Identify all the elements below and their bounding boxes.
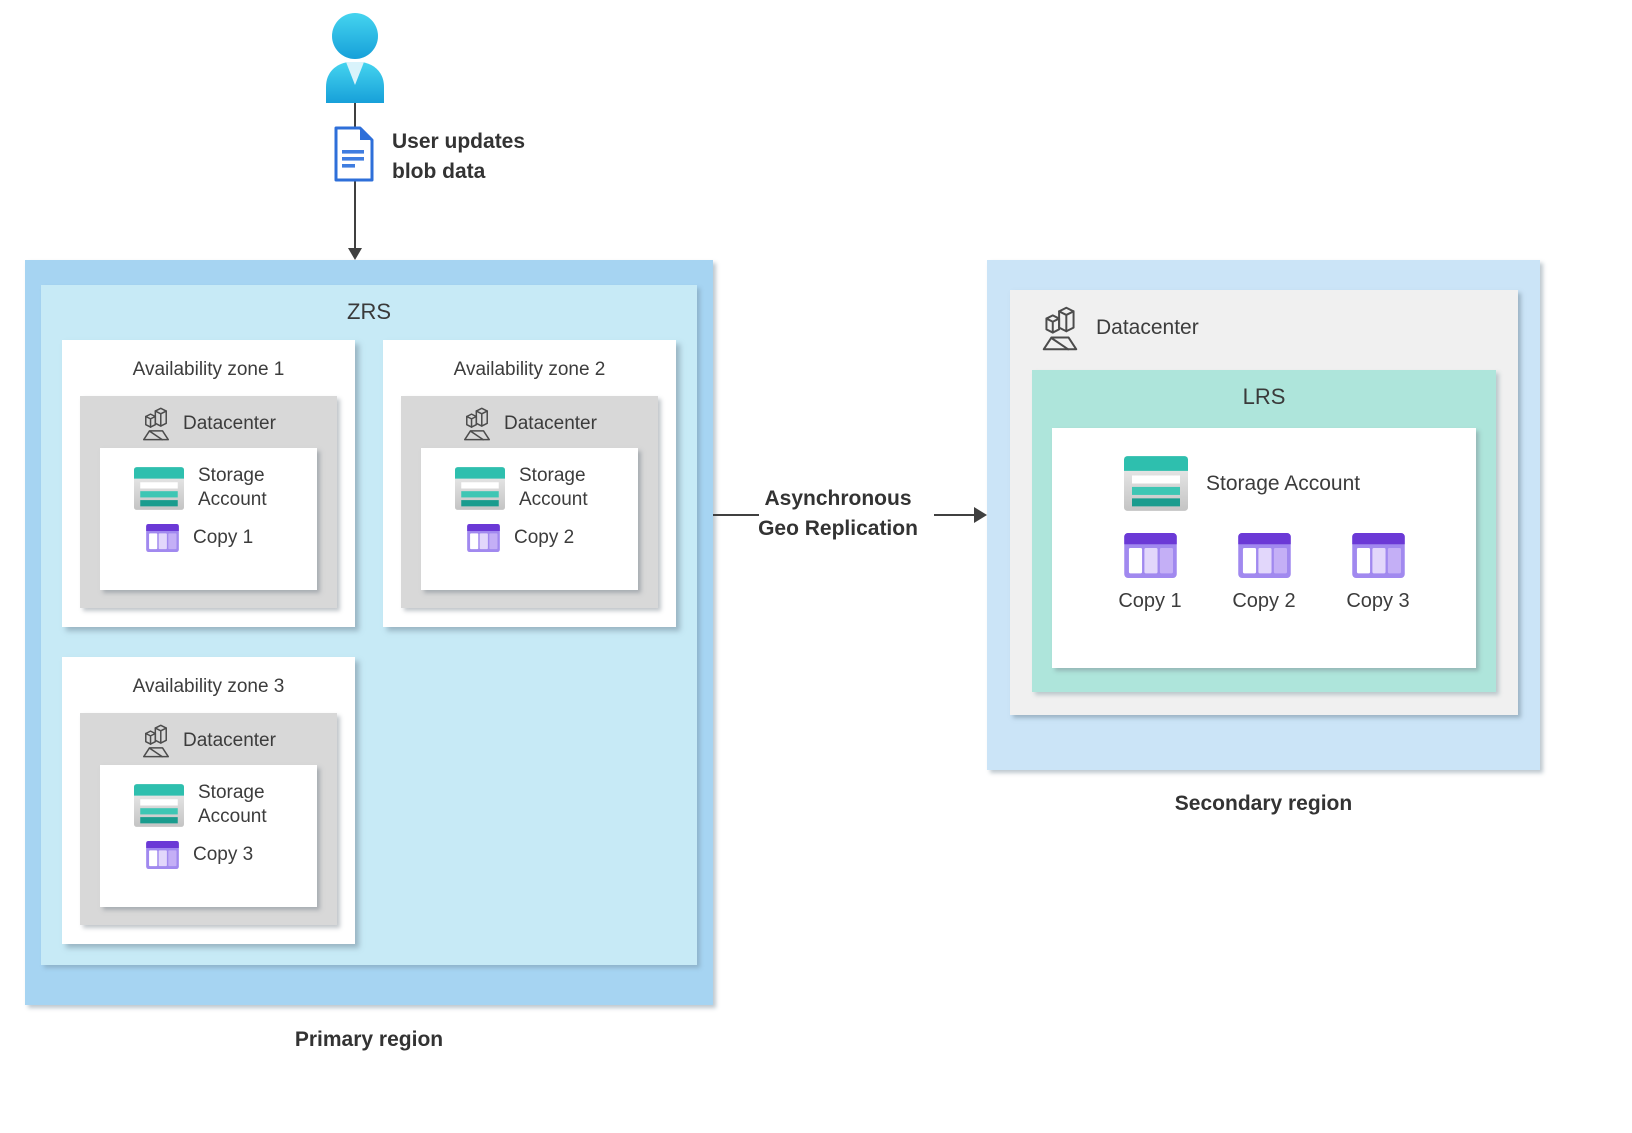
- storage-panel: Storage Account Copy 1: [100, 448, 317, 590]
- secondary-storage-panel: Storage Account Copy 1 Copy 2 Copy 3: [1052, 428, 1476, 668]
- storage-account-icon: [134, 467, 184, 510]
- copy-icon: [467, 524, 500, 552]
- storage-panel: Storage Account Copy 2: [421, 448, 638, 590]
- copy-icon: [146, 524, 179, 552]
- replication-line-2: Geo Replication: [758, 517, 918, 540]
- secondary-datacenter-header: Datacenter: [1040, 304, 1199, 352]
- storage-account-label: Storage Account: [519, 465, 588, 510]
- storage-account-row: Storage Account: [134, 464, 317, 512]
- building-icon: [462, 406, 492, 442]
- storage-account-icon: [134, 784, 184, 827]
- datacenter-box: Datacenter Storage Account Copy 1: [80, 396, 337, 608]
- document-icon: [331, 125, 377, 183]
- right-arrowhead-icon: [974, 507, 987, 523]
- primary-region-label: Primary region: [294, 1028, 444, 1051]
- primary-region: ZRS Availability zone 1 Datacenter Stora…: [25, 260, 713, 1005]
- availability-zone-1: Availability zone 1 Datacenter Storage A…: [62, 340, 355, 627]
- zone-title: Availability zone 1: [132, 359, 285, 380]
- storage-account-label: Storage Account: [198, 782, 267, 827]
- zone-title: Availability zone 3: [132, 676, 285, 697]
- secondary-region: Datacenter LRS Storage Account Copy 1 Co…: [987, 260, 1540, 770]
- lrs-container: LRS Storage Account Copy 1 Copy 2: [1032, 370, 1496, 692]
- storage-account-label: Storage Account: [198, 465, 267, 510]
- replication-label: Asynchronous Geo Replication: [733, 484, 943, 544]
- datacenter-label: Datacenter: [183, 413, 276, 434]
- datacenter-label: Datacenter: [504, 413, 597, 434]
- storage-account-icon: [1124, 456, 1188, 511]
- copy-label: Copy 1: [193, 527, 254, 548]
- copy-item-1: Copy 1: [1101, 533, 1199, 613]
- storage-account-row: Storage Account: [455, 464, 638, 512]
- copy-item-3: Copy 3: [1329, 533, 1427, 613]
- datacenter-header: Datacenter: [80, 723, 337, 759]
- copies-row: Copy 1 Copy 2 Copy 3: [1052, 533, 1476, 613]
- storage-account-label: Storage Account: [1206, 471, 1361, 495]
- copy-label: Copy 1: [1118, 590, 1182, 612]
- copy-label: Copy 3: [193, 844, 254, 865]
- person-icon: [323, 11, 387, 103]
- building-icon: [141, 723, 171, 759]
- secondary-region-label: Secondary region: [1174, 792, 1353, 815]
- replication-line-1: Asynchronous: [764, 487, 912, 510]
- storage-account-row: Storage Account: [134, 781, 317, 829]
- datacenter-label: Datacenter: [1096, 316, 1199, 339]
- zone-title: Availability zone 2: [453, 359, 606, 380]
- datacenter-box: Datacenter Storage Account Copy 2: [401, 396, 658, 608]
- copy-label: Copy 3: [1346, 590, 1410, 612]
- datacenter-label: Datacenter: [183, 730, 276, 751]
- zrs-label: ZRS: [347, 299, 391, 324]
- storage-panel: Storage Account Copy 3: [100, 765, 317, 907]
- user-action-line-1: User updates: [392, 130, 526, 153]
- copy-icon: [1124, 533, 1177, 578]
- secondary-datacenter-box: Datacenter LRS Storage Account Copy 1 Co…: [1010, 290, 1518, 715]
- copy-label: Copy 2: [1232, 590, 1296, 612]
- storage-account-icon: [455, 467, 505, 510]
- copy-row: Copy 1: [146, 524, 317, 552]
- datacenter-header: Datacenter: [80, 406, 337, 442]
- user-action-label: User updates blob data: [392, 127, 525, 187]
- copy-icon: [1238, 533, 1291, 578]
- replication-arrow-line-left: [713, 514, 759, 516]
- user-action-line-2: blob data: [392, 160, 486, 183]
- copy-item-2: Copy 2: [1215, 533, 1313, 613]
- lrs-label: LRS: [1242, 384, 1286, 409]
- datacenter-box: Datacenter Storage Account Copy 3: [80, 713, 337, 925]
- down-arrowhead-icon: [348, 248, 362, 260]
- availability-zone-2: Availability zone 2 Datacenter Storage A…: [383, 340, 676, 627]
- copy-icon: [1352, 533, 1405, 578]
- storage-account-row: Storage Account: [1124, 456, 1476, 511]
- zrs-container: ZRS Availability zone 1 Datacenter Stora…: [41, 285, 697, 965]
- copy-row: Copy 3: [146, 841, 317, 869]
- replication-arrow-line-right: [934, 514, 974, 516]
- copy-row: Copy 2: [467, 524, 638, 552]
- copy-label: Copy 2: [514, 527, 575, 548]
- copy-icon: [146, 841, 179, 869]
- building-icon: [141, 406, 171, 442]
- availability-zone-3: Availability zone 3 Datacenter Storage A…: [62, 657, 355, 944]
- datacenter-header: Datacenter: [401, 406, 658, 442]
- building-icon: [1040, 305, 1080, 352]
